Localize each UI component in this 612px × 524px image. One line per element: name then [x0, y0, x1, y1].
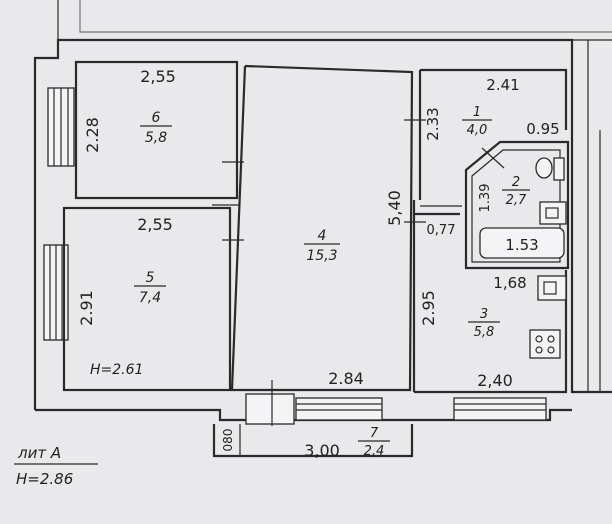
room-3-number: 3	[480, 307, 488, 322]
bath-sink-icon	[539, 201, 567, 225]
dim-r5-depth: 2.91	[77, 290, 96, 326]
room-2-area: 2,7	[506, 193, 527, 208]
dim-r1-width: 2.41	[486, 76, 519, 94]
room-5-area: 7,4	[139, 290, 161, 306]
room-2-number: 2	[512, 175, 520, 190]
window-bottom-middle	[295, 397, 383, 421]
stove-icon	[529, 329, 561, 359]
dim-r4-depth: 5,40	[385, 190, 404, 226]
dim-r3-top: 1,68	[493, 274, 526, 292]
wall-ticks	[212, 119, 426, 241]
room-5-outline	[62, 206, 232, 392]
room-4-outline	[230, 64, 414, 392]
window-bottom-right	[453, 397, 547, 421]
room-5-number: 5	[146, 270, 155, 286]
room-7-outline	[212, 424, 414, 458]
dim-r1-side: 0.95	[526, 120, 559, 138]
kitchen-sink-icon	[537, 275, 567, 301]
dim-r5-width: 2,55	[137, 215, 173, 234]
room-7-number: 7	[370, 426, 379, 441]
bottom-outer-wall	[35, 408, 572, 422]
room-4-number: 4	[318, 228, 327, 244]
window-left-upper	[47, 87, 75, 167]
room-7-area: 2,4	[364, 444, 385, 459]
dim-r2-depth: 1.39	[478, 184, 493, 213]
inner-height-label: H=2.61	[90, 362, 143, 378]
dim-balcony-depth: 080	[221, 429, 235, 452]
dim-r6-depth: 2.28	[83, 117, 102, 153]
dim-r3-width: 2,40	[477, 371, 513, 390]
dim-r6-width: 2,55	[140, 67, 176, 86]
room-6-outline	[74, 60, 239, 200]
room-2-outline	[464, 140, 570, 270]
dim-door-gap: 0,77	[427, 223, 456, 238]
bathtub	[479, 227, 565, 259]
dim-r1-depth: 2.33	[424, 107, 442, 140]
dim-r4-width: 2.84	[328, 369, 364, 388]
room-3-area: 5,8	[474, 325, 495, 340]
room-1-outline	[418, 68, 568, 200]
upper-inner	[79, 0, 612, 33]
room-6-area: 5,8	[145, 130, 167, 146]
bath-door-swing	[481, 147, 505, 169]
total-height-label: H=2.86	[16, 470, 73, 488]
room-1-number: 1	[473, 105, 481, 120]
balcony-door	[245, 393, 295, 425]
room-3-outline	[414, 212, 568, 394]
dim-balcony-width: 3,00	[304, 441, 340, 460]
dim-r2-bath: 1.53	[505, 236, 538, 254]
right-neighbour-wall	[587, 40, 601, 392]
room-4-area: 15,3	[306, 248, 337, 264]
room-1-area: 4,0	[467, 123, 488, 138]
room-6-number: 6	[152, 110, 161, 126]
dim-r3-depth: 2.95	[419, 290, 438, 326]
toilet-icon	[535, 157, 565, 181]
outer-wall	[33, 38, 612, 410]
lit-label: лит А	[17, 444, 61, 462]
